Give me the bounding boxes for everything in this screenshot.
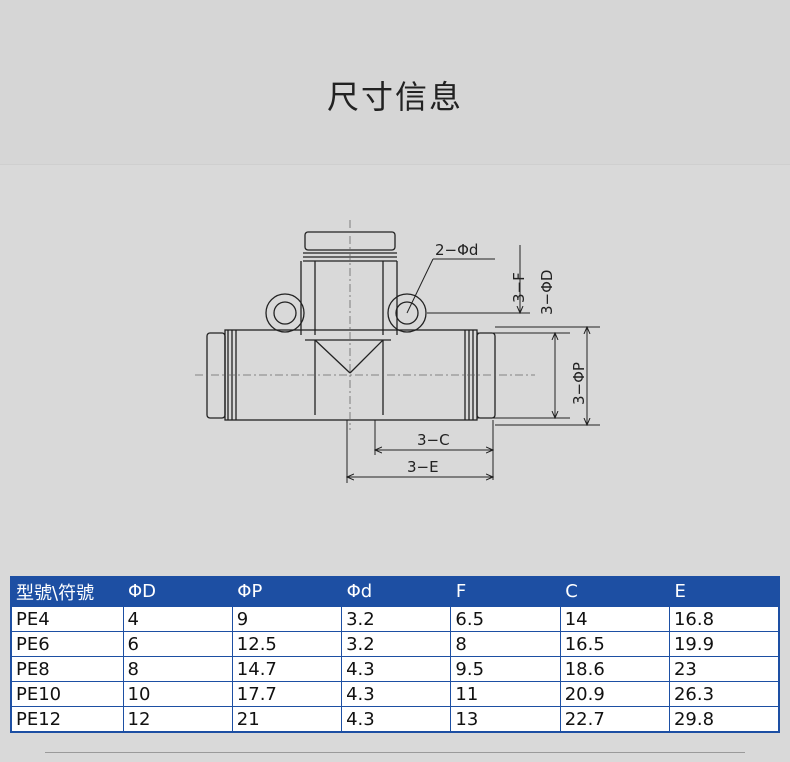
dim-label-D: 3−ΦD	[538, 270, 556, 315]
fitting-dimension-diagram: 2−Φd 3−F 3−ΦD 3−ΦP 3−C 3−E	[195, 215, 615, 490]
center-lines	[195, 220, 535, 430]
table-row: PE12 12 21 4.3 13 22.7 29.8	[10, 706, 780, 733]
table-cell: 18.6	[559, 656, 670, 682]
table-cell: 8	[450, 631, 561, 657]
dim-label-d: 2−Φd	[435, 241, 478, 259]
table-cell: 4.3	[341, 681, 452, 707]
table-cell: 12.5	[231, 631, 343, 657]
table-cell: 3.2	[341, 631, 452, 657]
table-cell: 9.5	[450, 656, 561, 682]
table-row: PE10 10 17.7 4.3 11 20.9 26.3	[10, 681, 780, 707]
table-cell: 16.8	[668, 605, 780, 632]
table-cell: 6.5	[450, 605, 561, 632]
table-cell: 4	[122, 605, 233, 632]
column-header: F	[449, 576, 561, 607]
table-cell: 8	[122, 656, 233, 682]
column-header: ΦD	[121, 576, 233, 607]
table-cell: 14.7	[231, 656, 343, 682]
fitting-outline	[206, 231, 496, 421]
table-cell: PE6	[10, 631, 124, 657]
table-cell: PE4	[10, 605, 124, 632]
header-band	[0, 0, 790, 165]
table-cell: 16.5	[559, 631, 670, 657]
dimension-lines	[347, 245, 600, 483]
table-cell: PE12	[10, 706, 124, 733]
table-cell: PE10	[10, 681, 124, 707]
table-cell: 17.7	[231, 681, 343, 707]
dim-label-f: 3−F	[510, 272, 528, 303]
table-header-row: 型號\符號 ΦD ΦP Φd F C E	[10, 576, 780, 607]
dim-label-C: 3−C	[417, 431, 450, 449]
table-row: PE6 6 12.5 3.2 8 16.5 19.9	[10, 631, 780, 657]
column-header: C	[559, 576, 670, 607]
table-cell: 6	[122, 631, 233, 657]
table-cell: 13	[450, 706, 561, 733]
table-cell: 19.9	[668, 631, 780, 657]
table-cell: 21	[231, 706, 343, 733]
table-cell: 3.2	[341, 605, 452, 632]
table-row: PE4 4 9 3.2 6.5 14 16.8	[10, 605, 780, 632]
table-cell: 29.8	[668, 706, 780, 733]
table-cell: 22.7	[559, 706, 670, 733]
table-cell: 23	[668, 656, 780, 682]
table-cell: 20.9	[559, 681, 670, 707]
table-cell: 4.3	[341, 706, 452, 733]
column-header: E	[668, 576, 780, 607]
table-row: PE8 8 14.7 4.3 9.5 18.6 23	[10, 656, 780, 682]
table-cell: PE8	[10, 656, 124, 682]
column-header: ΦP	[231, 576, 343, 607]
footer-divider	[45, 752, 745, 753]
page-title: 尺寸信息	[326, 78, 463, 116]
table-cell: 10	[122, 681, 233, 707]
table-cell: 12	[122, 706, 233, 733]
spec-table: 型號\符號 ΦD ΦP Φd F C E PE4 4 9 3.2 6.5 14 …	[10, 576, 780, 733]
dim-label-P: 3−ΦP	[570, 362, 588, 405]
table-cell: 4.3	[341, 656, 452, 682]
table-cell: 14	[559, 605, 670, 632]
header-divider	[0, 164, 790, 165]
table-cell: 26.3	[668, 681, 780, 707]
column-header: Φd	[340, 576, 452, 607]
column-header: 型號\符號	[10, 576, 124, 607]
table-cell: 11	[450, 681, 561, 707]
table-cell: 9	[231, 605, 343, 632]
dim-label-E: 3−E	[407, 458, 439, 476]
